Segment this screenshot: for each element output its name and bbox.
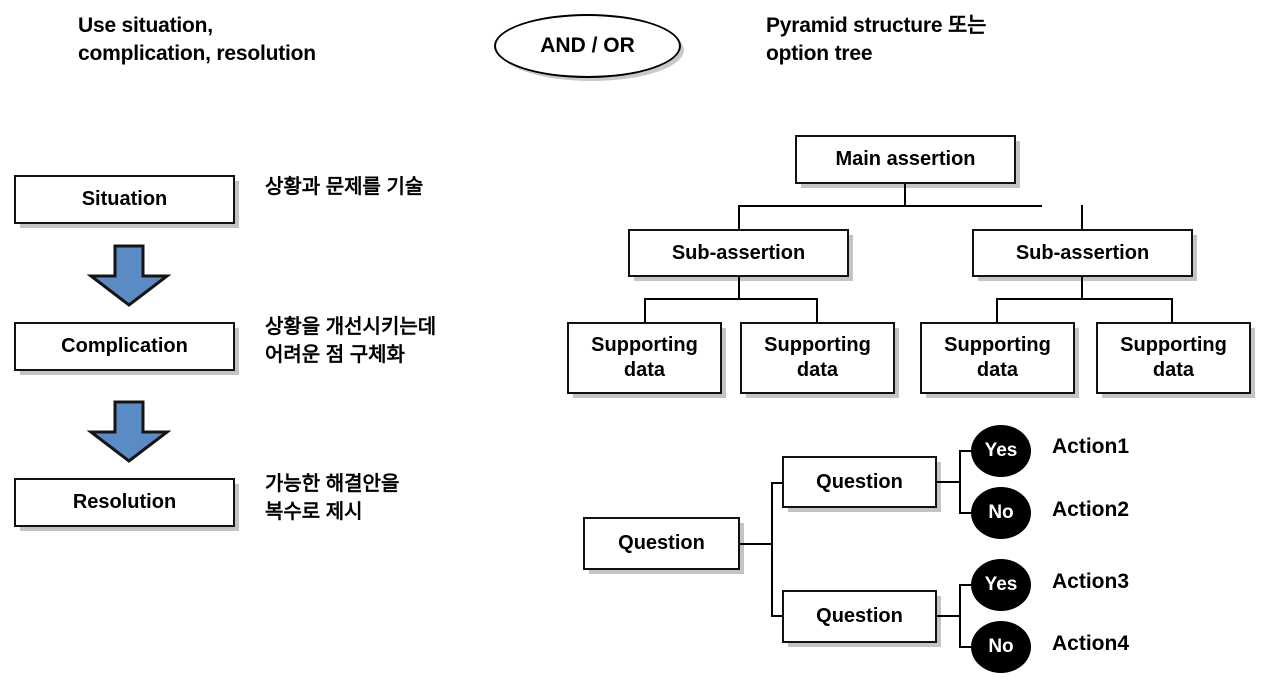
pyramid-root-label: Main assertion [835,148,976,170]
connector-root-stem [904,184,906,206]
pyramid-sub-assertion-left[interactable]: Sub-assertion [628,229,849,277]
flow-box-complication-label: Complication [61,335,188,357]
heading-right: Pyramid structure 또는 option tree [766,14,987,65]
tree-action-label-4: Action4 [1052,632,1130,655]
tree-decision-no-2[interactable]: No [971,621,1031,673]
tree-branch-2-question-box[interactable]: Question [782,590,937,643]
tree-root-question-label: Question [618,532,705,554]
connector-subright-bus [996,298,1173,300]
connector-branch1-bus [959,450,961,513]
connector-level2-left-drop [738,205,740,229]
and-or-label: AND / OR [540,34,635,57]
connector-branch1-no-lead [959,512,981,514]
connector-branch1-stem [937,481,961,483]
down-arrow-icon [86,244,172,313]
down-arrow-icon [86,400,172,469]
flow-note-complication: 상황을 개선시키는데 어려운 점 구체화 [265,316,437,366]
flow-box-resolution-label: Resolution [72,491,177,513]
connector-support2-drop [816,298,818,322]
connector-subright-stem [1081,277,1083,299]
flow-box-complication[interactable]: Complication [14,322,235,371]
flow-box-situation[interactable]: Situation [14,175,235,224]
flow-box-situation-label: Situation [81,188,168,210]
connector-branch1-yes-lead [959,450,981,452]
pyramid-supporting-data-3[interactable]: Supporting data [920,322,1075,394]
connector-support3-drop [996,298,998,322]
connector-branch2-bus [959,584,961,647]
connector-tree-branch2-lead [771,615,784,617]
flow-note-resolution: 가능한 해결안을 복수로 제시 [265,473,400,523]
pyramid-supporting-data-4[interactable]: Supporting data [1096,322,1251,394]
connector-subleft-bus [644,298,818,300]
tree-decision-no-1[interactable]: No [971,487,1031,539]
tree-decision-no-1-label: No [988,502,1014,523]
pyramid-supporting-data-2-label: Supporting data [764,334,871,381]
connector-tree-root-bus [771,482,773,616]
and-or-badge: AND / OR [494,14,681,78]
connector-branch2-yes-lead [959,584,981,586]
tree-root-question-box[interactable]: Question [583,517,740,570]
connector-tree-branch1-lead [771,482,784,484]
tree-decision-yes-1-label: Yes [984,440,1018,461]
pyramid-root-box[interactable]: Main assertion [795,135,1016,184]
tree-branch-1-question-box[interactable]: Question [782,456,937,508]
tree-action-label-1: Action1 [1052,435,1130,458]
pyramid-sub-assertion-right[interactable]: Sub-assertion [972,229,1193,277]
connector-level2-bus [738,205,1042,207]
tree-action-label-3: Action3 [1052,570,1130,593]
pyramid-sub-assertion-right-label: Sub-assertion [1015,241,1150,264]
pyramid-supporting-data-4-label: Supporting data [1120,334,1227,381]
tree-decision-yes-2-label: Yes [984,574,1018,595]
tree-decision-no-2-label: No [988,636,1014,657]
connector-support4-drop [1171,298,1173,322]
connector-branch2-stem [937,615,961,617]
flow-note-situation: 상황과 문제를 기술 [265,176,424,198]
connector-branch2-no-lead [959,646,981,648]
tree-action-label-2: Action2 [1052,498,1130,521]
flow-box-resolution[interactable]: Resolution [14,478,235,527]
pyramid-sub-assertion-left-label: Sub-assertion [671,241,806,264]
pyramid-supporting-data-3-label: Supporting data [944,334,1051,381]
tree-branch-1-question-label: Question [816,470,903,493]
heading-left: Use situation, complication, resolution [78,14,316,65]
connector-subleft-stem [738,277,740,299]
tree-branch-2-question-label: Question [816,605,903,627]
connector-tree-root-stem [740,543,773,545]
connector-level2-right-drop [1081,205,1083,229]
tree-decision-yes-2[interactable]: Yes [971,559,1031,611]
pyramid-supporting-data-1-label: Supporting data [591,334,698,381]
pyramid-supporting-data-2[interactable]: Supporting data [740,322,895,394]
connector-support1-drop [644,298,646,322]
pyramid-supporting-data-1[interactable]: Supporting data [567,322,722,394]
tree-decision-yes-1[interactable]: Yes [971,425,1031,477]
